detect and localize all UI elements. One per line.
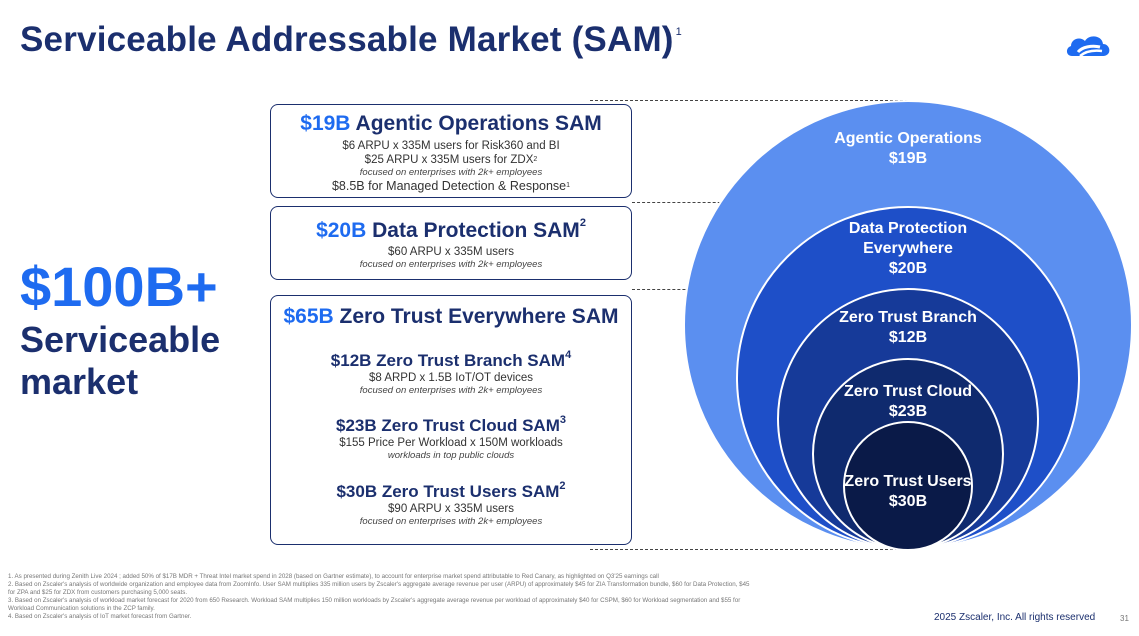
agentic-line-3: $8.5B for Managed Detection & Response1 bbox=[271, 179, 631, 193]
zero-trust-amount: $65B bbox=[283, 305, 334, 328]
circle-label-branch-value: $12B bbox=[888, 329, 928, 346]
cloud-italic: workloads in top public clouds bbox=[387, 450, 515, 461]
users-title: $30B Zero Trust Users SAM bbox=[336, 482, 560, 501]
users-sup: 2 bbox=[559, 480, 566, 492]
circle-label-agentic-value: $19B bbox=[888, 150, 928, 167]
agentic-operations-box: $19B Agentic Operations SAM $6 ARPU x 33… bbox=[270, 104, 632, 198]
footnote: for ZPA and $25 for ZDX from customers p… bbox=[8, 589, 188, 596]
copyright: 2025 Zscaler, Inc. All rights reserved bbox=[934, 612, 1096, 623]
circle-label-cloud-value: $23B bbox=[888, 403, 928, 420]
agentic-amount: $19B bbox=[300, 112, 351, 135]
footnotes: 1. As presented during Zenith Live 2024 … bbox=[8, 573, 938, 621]
circle-label-users-name: Zero Trust Users bbox=[844, 473, 972, 490]
agentic-title: Agentic Operations SAM bbox=[355, 112, 602, 135]
data-protection-line: $60 ARPU x 335M users bbox=[388, 246, 514, 258]
circle-label-cloud-name: Zero Trust Cloud bbox=[844, 383, 972, 400]
branch-title: $12B Zero Trust Branch SAM bbox=[330, 351, 566, 370]
branch-sup: 4 bbox=[565, 349, 572, 361]
circle-label-branch-name: Zero Trust Branch bbox=[839, 309, 977, 326]
zero-trust-title: Zero Trust Everywhere SAM bbox=[339, 305, 619, 328]
circle-label-data-protection-name-1: Data Protection bbox=[848, 220, 968, 237]
market-total: $100B+ bbox=[20, 255, 218, 318]
title-footnote-ref: 1 bbox=[675, 26, 682, 38]
data-protection-amount: $20B bbox=[316, 219, 367, 242]
branch-italic: focused on enterprises with 2k+ employee… bbox=[359, 385, 543, 396]
users-line: $90 ARPU x 335M users bbox=[388, 503, 514, 515]
market-label: Serviceable market bbox=[20, 319, 221, 402]
circle-zero-trust-users bbox=[843, 421, 973, 551]
circle-label-agentic-name: Agentic Operations bbox=[834, 130, 982, 147]
cloud-line: $155 Price Per Workload x 150M workloads bbox=[339, 437, 563, 449]
users-italic: focused on enterprises with 2k+ employee… bbox=[359, 516, 543, 527]
agentic-line-3-sup: 1 bbox=[566, 182, 571, 189]
footnote: 1. As presented during Zenith Live 2024 … bbox=[8, 573, 659, 580]
circle-label-agentic: Agentic Operations $19B bbox=[808, 129, 1008, 169]
circle-label-branch: Zero Trust Branch $12B bbox=[808, 308, 1008, 348]
footnote: 3. Based on Zscaler's analysis of worklo… bbox=[8, 597, 741, 604]
footnote: 4. Based on Zscaler's analysis of IoT ma… bbox=[8, 613, 192, 620]
circle-label-data-protection-value: $20B bbox=[888, 260, 928, 277]
connector-line bbox=[590, 549, 908, 550]
branch-heading: $12B Zero Trust Branch SAM4 bbox=[271, 349, 631, 371]
circle-label-users-value: $30B bbox=[888, 493, 928, 510]
data-protection-heading: $20B Data Protection SAM2 bbox=[271, 217, 631, 243]
zero-trust-branch-item: $12B Zero Trust Branch SAM4 $8 ARPD x 1.… bbox=[271, 349, 631, 397]
agentic-heading: $19B Agentic Operations SAM bbox=[271, 112, 631, 136]
agentic-line-2-sup: 2 bbox=[533, 156, 538, 163]
circle-label-data-protection-name-2: Everywhere bbox=[863, 240, 953, 257]
market-summary: $100B+ Serviceable market bbox=[20, 255, 260, 403]
zscaler-cloud-logo-icon bbox=[1066, 36, 1110, 57]
agentic-line-3-text: $8.5B for Managed Detection & Response bbox=[331, 179, 567, 193]
cloud-title: $23B Zero Trust Cloud SAM bbox=[336, 416, 560, 435]
footnote: 2. Based on Zscaler's analysis of worldw… bbox=[8, 581, 750, 588]
branch-line: $8 ARPD x 1.5B IoT/OT devices bbox=[368, 372, 534, 384]
agentic-line-1: $6 ARPU x 335M users for Risk360 and BI bbox=[342, 140, 560, 152]
circle-label-cloud: Zero Trust Cloud $23B bbox=[808, 382, 1008, 422]
agentic-italic: focused on enterprises with 2k+ employee… bbox=[359, 167, 543, 178]
footnote: Workload Communication solutions in the … bbox=[8, 605, 155, 612]
cloud-heading: $23B Zero Trust Cloud SAM3 bbox=[271, 414, 631, 436]
data-protection-box: $20B Data Protection SAM2 $60 ARPU x 335… bbox=[270, 206, 632, 280]
zero-trust-box: $65B Zero Trust Everywhere SAM $12B Zero… bbox=[270, 295, 632, 545]
users-heading: $30B Zero Trust Users SAM2 bbox=[271, 480, 631, 502]
agentic-line-2: $25 ARPU x 335M users for ZDX2 bbox=[271, 153, 631, 167]
page-number: 31 bbox=[1120, 614, 1129, 623]
data-protection-title: Data Protection SAM bbox=[372, 219, 580, 242]
page-title-text: Serviceable Addressable Market (SAM) bbox=[20, 20, 674, 59]
page-title: Serviceable Addressable Market (SAM)1 bbox=[20, 20, 682, 60]
zero-trust-cloud-item: $23B Zero Trust Cloud SAM3 $155 Price Pe… bbox=[271, 414, 631, 462]
zero-trust-users-item: $30B Zero Trust Users SAM2 $90 ARPU x 33… bbox=[271, 480, 631, 528]
zero-trust-heading: $65B Zero Trust Everywhere SAM bbox=[271, 305, 631, 329]
data-protection-italic: focused on enterprises with 2k+ employee… bbox=[359, 259, 543, 270]
data-protection-sup: 2 bbox=[579, 217, 586, 229]
circle-label-users: Zero Trust Users $30B bbox=[808, 472, 1008, 512]
agentic-line-2-text: $25 ARPU x 335M users for ZDX bbox=[364, 154, 534, 166]
circle-label-data-protection: Data Protection Everywhere $20B bbox=[808, 219, 1008, 279]
cloud-sup: 3 bbox=[559, 414, 566, 426]
connector-line bbox=[590, 100, 908, 101]
